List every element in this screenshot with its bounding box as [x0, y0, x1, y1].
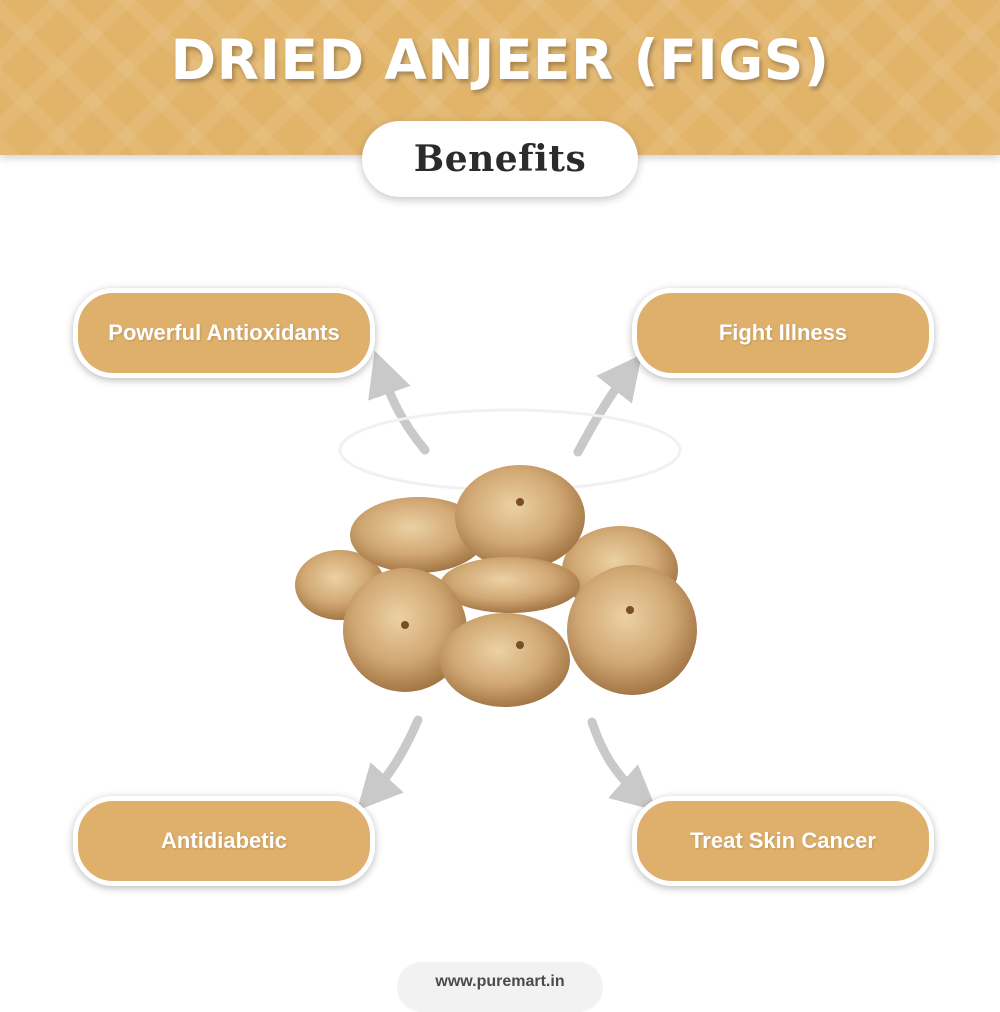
- benefit-treat-skin-cancer: Treat Skin Cancer: [632, 796, 934, 886]
- website-link[interactable]: www.puremart.in: [435, 973, 565, 990]
- benefits-label: Benefits: [413, 138, 587, 180]
- arrow-down-left-icon: [356, 715, 423, 811]
- benefit-powerful-antioxidants: Powerful Antioxidants: [73, 288, 375, 378]
- benefit-label: Fight Illness: [718, 320, 848, 345]
- arrow-up-right-icon: [573, 354, 642, 457]
- benefit-label: Antidiabetic: [161, 828, 287, 853]
- benefit-label: Powerful Antioxidants: [108, 320, 340, 345]
- benefits-badge: Benefits: [362, 121, 638, 197]
- header-banner: [0, 0, 1000, 155]
- arrow-up-left-icon: [368, 350, 430, 455]
- dried-figs-image: [295, 408, 697, 707]
- benefit-antidiabetic: Antidiabetic: [73, 796, 375, 886]
- arrow-down-right-icon: [587, 717, 657, 811]
- page-title: DRIED ANJEER (FIGS): [170, 28, 830, 92]
- benefit-label: Treat Skin Cancer: [690, 828, 876, 853]
- footer-badge: www.puremart.in: [397, 962, 603, 1012]
- benefit-fight-illness: Fight Illness: [632, 288, 934, 378]
